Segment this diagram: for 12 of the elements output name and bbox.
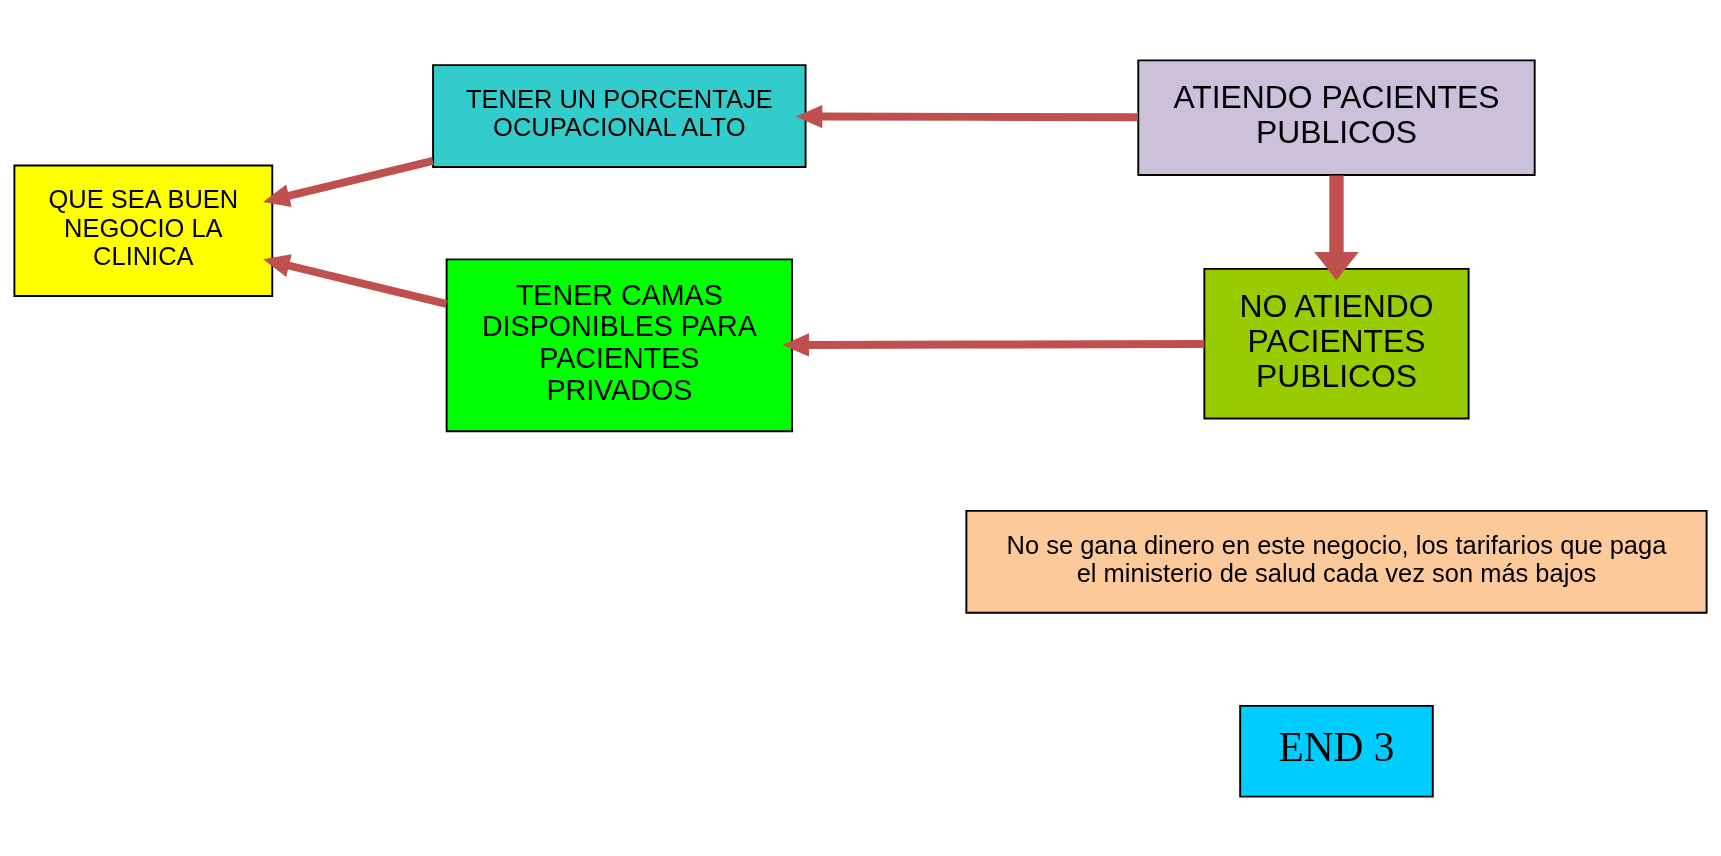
arrow (263, 156, 434, 207)
node-box: TENER CAMAS DISPONIBLES PARA PACIENTES PRIVADOS (445, 257, 793, 432)
node-box: TENER UN PORCENTAJE OCUPACIONAL ALTO (432, 63, 807, 168)
node-box: NO ATIENDO PACIENTES PUBLICOS (1203, 267, 1470, 419)
arrow (782, 332, 1205, 357)
node-box: ATIENDO PACIENTES PUBLICOS (1137, 58, 1536, 176)
arrow (795, 104, 1138, 128)
node-box: QUE SEA BUEN NEGOCIO LA CLINICA (13, 163, 274, 297)
arrow (1314, 175, 1359, 280)
arrow (263, 253, 448, 308)
node-box: No se gana dinero en este negocio, los tarifarios que paga el ministerio de salud cada vez son más bajos (965, 509, 1708, 614)
node-box: END 3 (1239, 704, 1434, 798)
